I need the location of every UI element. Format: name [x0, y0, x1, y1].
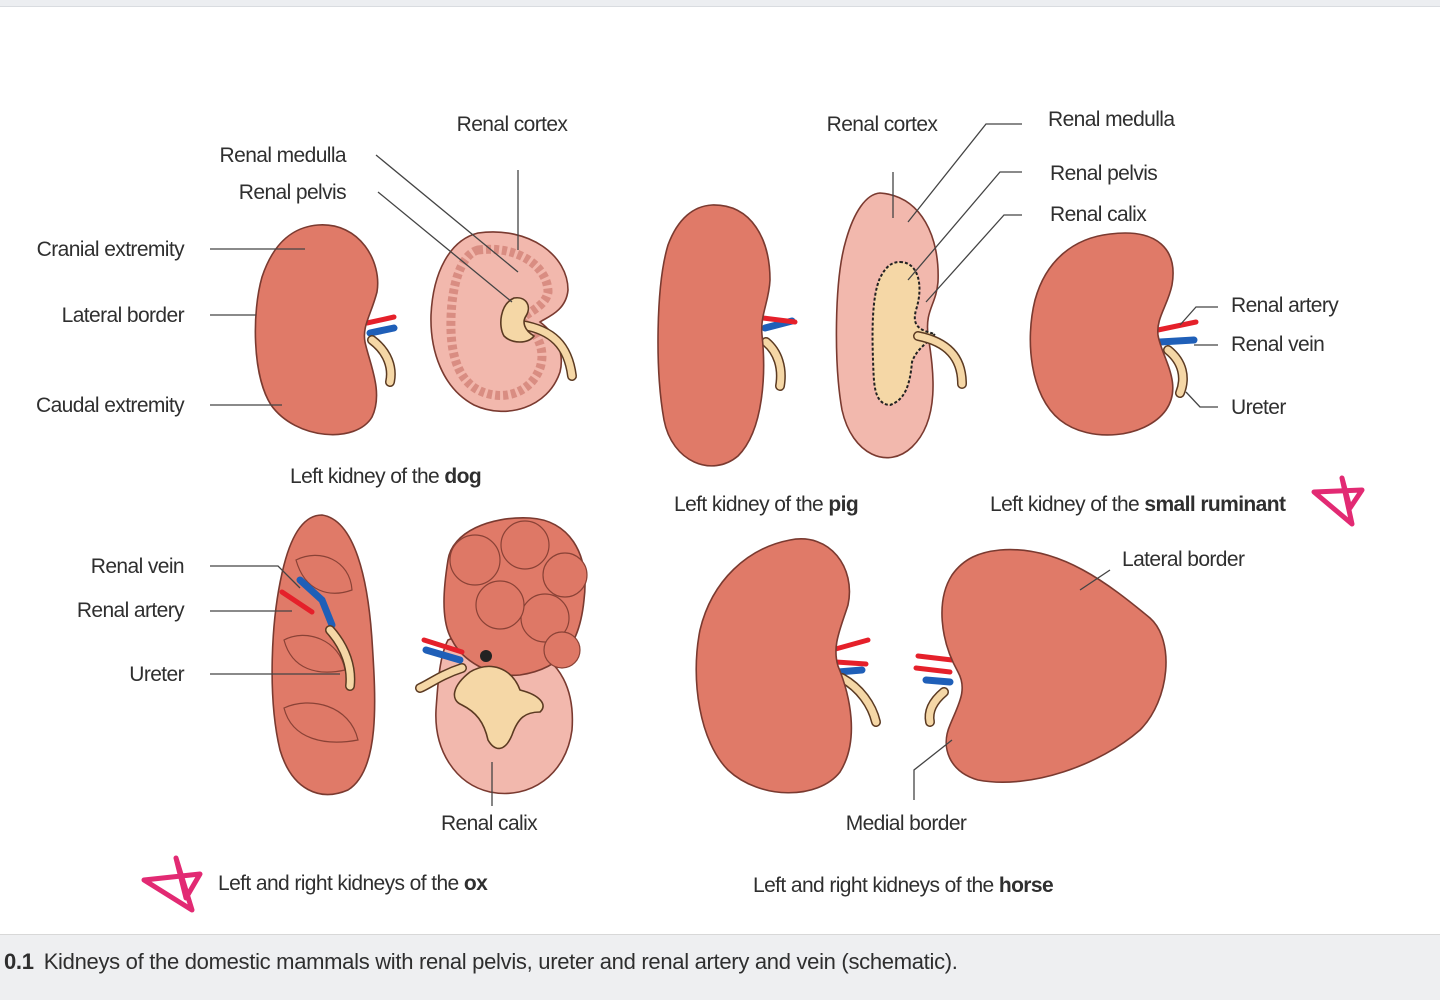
figure-caption-text: Kidneys of the domestic mammals with ren… — [43, 949, 958, 974]
horse-kidney-right — [913, 548, 1167, 784]
label-horse-medial-border: Medial border — [846, 812, 967, 835]
figure-caption: 0.1 Kidneys of the domestic mammals with … — [4, 949, 958, 975]
label-ox-renal-calix: Renal calix — [441, 812, 538, 835]
pig-kidney-external — [657, 204, 798, 467]
label-sr-renal-vein: Renal vein — [1231, 333, 1324, 356]
ox-kidney-external — [271, 514, 376, 796]
caption-pig: Left kidney of the pig — [674, 493, 858, 516]
dog-kidney-external — [254, 224, 398, 436]
pig-kidney-section — [835, 192, 967, 459]
label-sr-ureter: Ureter — [1231, 396, 1286, 419]
horse-kidney-left — [695, 538, 881, 794]
label-ox-ureter: Ureter — [129, 663, 184, 686]
label-cranial-extremity: Cranial extremity — [37, 238, 185, 261]
figure-caption-bar: 0.1 Kidneys of the domestic mammals with … — [0, 934, 1440, 1000]
label-pig-renal-calix: Renal calix — [1050, 203, 1147, 226]
pink-star-annotation-icon — [1311, 475, 1365, 527]
label-pig-renal-pelvis: Renal pelvis — [1050, 162, 1157, 185]
kidney-figure: Renal cortex Renal medulla Renal pelvis … — [36, 108, 1365, 913]
label-pig-renal-medulla: Renal medulla — [1048, 108, 1175, 131]
label-lateral-border-dog: Lateral border — [62, 304, 185, 327]
figure-number: 0.1 — [4, 949, 34, 974]
caption-ox: Left and right kidneys of the ox — [218, 872, 488, 895]
caption-horse: Left and right kidneys of the horse — [753, 874, 1053, 897]
label-dog-renal-medulla: Renal medulla — [220, 144, 347, 167]
label-sr-renal-artery: Renal artery — [1231, 294, 1339, 317]
dog-kidney-section — [430, 231, 577, 413]
label-ox-renal-vein: Renal vein — [91, 555, 184, 578]
label-pig-renal-cortex: Renal cortex — [827, 113, 939, 136]
label-ox-renal-artery: Renal artery — [77, 599, 185, 622]
ox-kidney-section — [415, 517, 588, 795]
label-dog-renal-cortex: Renal cortex — [457, 113, 569, 136]
small-ruminant-kidney — [1029, 232, 1199, 436]
label-caudal-extremity: Caudal extremity — [36, 394, 185, 417]
pink-star-annotation-icon — [141, 855, 203, 913]
top-bar — [0, 0, 1440, 7]
label-dog-renal-pelvis: Renal pelvis — [239, 181, 346, 204]
caption-dog: Left kidney of the dog — [290, 465, 481, 488]
caption-small-ruminant: Left kidney of the small ruminant — [990, 493, 1286, 516]
label-horse-lateral-border: Lateral border — [1122, 548, 1245, 571]
